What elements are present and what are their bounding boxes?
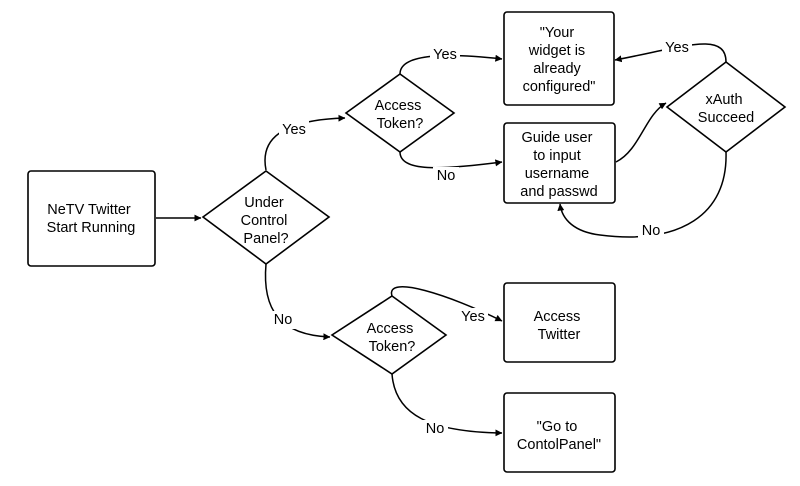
- node-xauth-succeed: xAuth Succeed: [665, 60, 787, 154]
- edge-access-token-top-no: [399, 151, 503, 169]
- node-access-twitter-text: Access Twitter: [534, 309, 585, 343]
- svg-text:No: No: [642, 223, 661, 239]
- svg-text:No: No: [274, 312, 293, 328]
- node-under-control-panel-text: Under Control Panel?: [241, 195, 292, 247]
- node-xauth-succeed-text: xAuth Succeed: [698, 92, 754, 126]
- svg-text:Yes: Yes: [433, 47, 457, 63]
- edge-guide-user-to-xauth: [615, 102, 667, 163]
- label-access-token-top-no: No: [433, 167, 459, 185]
- label-under-control-panel-yes: Yes: [279, 120, 309, 138]
- node-guide-user-text: Guide user to input username and passwd: [520, 130, 597, 200]
- node-access-token-top: Access Token?: [344, 73, 456, 153]
- label-access-token-top-yes: Yes: [430, 46, 460, 64]
- node-guide-user: Guide user to input username and passwd: [503, 122, 616, 204]
- node-under-control-panel: Under Control Panel?: [201, 170, 331, 265]
- edge-xauth-no: [557, 151, 727, 238]
- node-already-configured: "Your widget is already configured": [503, 11, 615, 106]
- svg-text:No: No: [426, 421, 445, 437]
- node-access-token-top-text: Access Token?: [375, 98, 426, 132]
- svg-text:Yes: Yes: [282, 122, 306, 138]
- node-already-configured-text: "Your widget is already configured": [523, 25, 596, 95]
- node-access-twitter: Access Twitter: [503, 282, 616, 363]
- edge-under-control-panel-yes: [264, 114, 346, 171]
- label-access-token-bottom-no: No: [422, 420, 448, 438]
- label-xauth-no: No: [638, 222, 664, 240]
- edge-access-token-top-yes: [399, 54, 503, 75]
- label-xauth-yes: Yes: [662, 39, 692, 57]
- node-access-token-bottom-text: Access Token?: [367, 321, 418, 355]
- node-start-text: NeTV Twitter Start Running: [47, 202, 136, 236]
- label-under-control-panel-no: No: [270, 311, 296, 329]
- node-start: NeTV Twitter Start Running: [27, 170, 156, 267]
- label-access-token-bottom-yes: Yes: [458, 308, 488, 326]
- svg-text:Yes: Yes: [665, 40, 689, 56]
- edge-access-token-bottom-no: [391, 373, 503, 437]
- node-go-to-control-panel-text: "Go to ContolPanel": [517, 419, 601, 453]
- svg-text:Yes: Yes: [461, 309, 485, 325]
- node-access-token-bottom: Access Token?: [330, 295, 448, 375]
- node-go-to-control-panel: "Go to ContolPanel": [503, 392, 616, 473]
- edge-xauth-yes: [614, 43, 727, 63]
- svg-text:No: No: [437, 168, 456, 184]
